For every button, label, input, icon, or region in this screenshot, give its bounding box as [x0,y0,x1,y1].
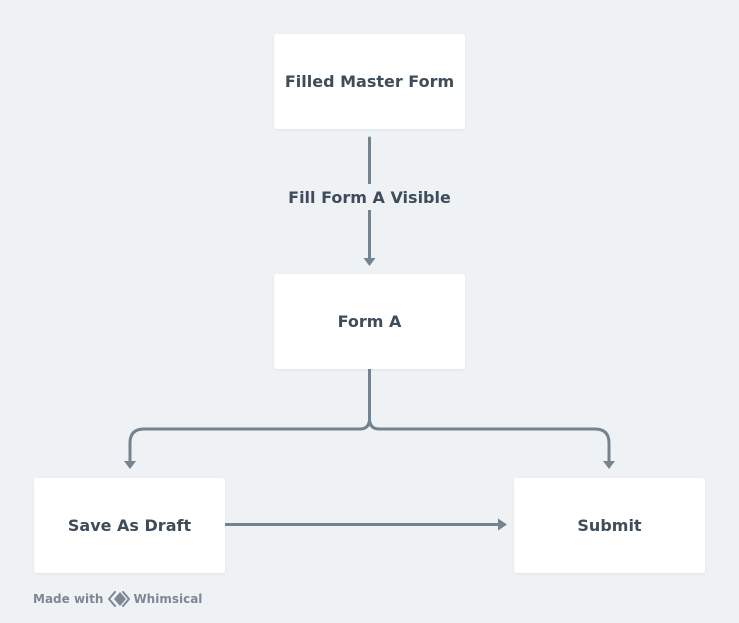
arrowhead-draft [124,461,136,469]
node-label: Save As Draft [67,516,192,535]
node-form-a[interactable]: Form A [274,274,465,369]
node-save-as-draft[interactable]: Save As Draft [34,478,225,573]
made-with-text: Made with [33,592,104,606]
arrowhead-submit [603,461,615,469]
node-label: Submit [577,516,642,535]
made-with-whimsical-footer[interactable]: Made with Whimsical [33,590,202,608]
edge-form-a-to-submit [368,368,611,463]
edge-label-text: Fill Form A Visible [288,187,451,207]
edge-form-a-to-draft [128,368,371,463]
brand-name: Whimsical [133,592,203,606]
edge-label-fill-form-a: Fill Form A Visible [269,184,470,210]
node-submit[interactable]: Submit [514,478,705,573]
node-label: Form A [337,312,402,331]
arrowhead-form-a [363,258,376,266]
whimsical-logo-icon [108,591,131,607]
node-label: Filled Master Form [284,72,455,91]
arrowhead-submit-from-draft [498,518,507,531]
node-filled-master-form[interactable]: Filled Master Form [274,34,465,129]
